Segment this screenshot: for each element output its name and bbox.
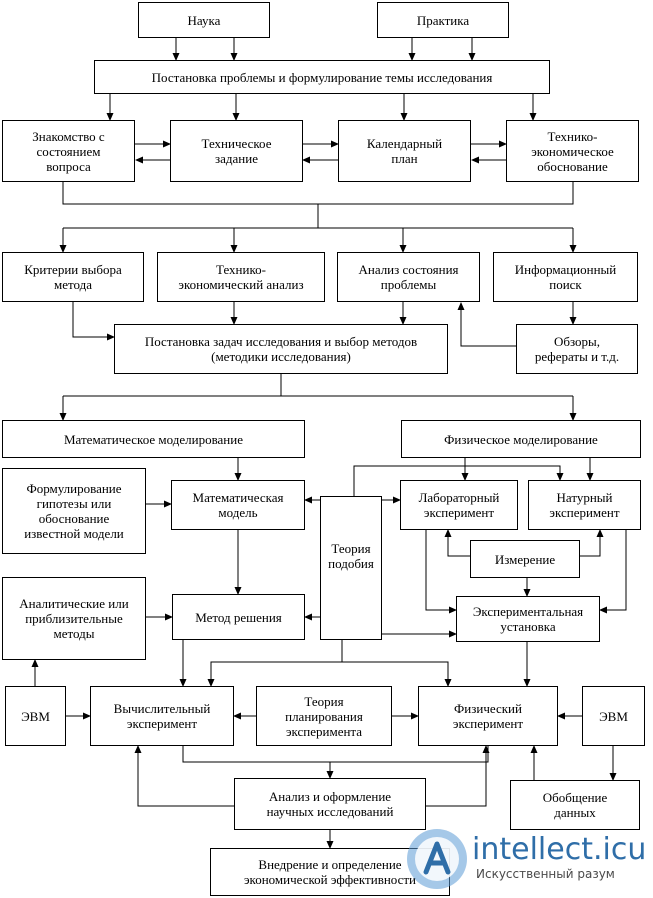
- watermark-brand: intellect.icu: [472, 832, 647, 867]
- box-math-model: Математическая модель: [171, 480, 305, 530]
- box-experiment-planning: Теория планирования эксперимента: [256, 686, 392, 746]
- box-feasibility: Технико- экономическое обоснование: [506, 120, 639, 182]
- box-computational-experiment: Вычислительный эксперимент: [90, 686, 234, 746]
- box-measurement: Измерение: [470, 540, 580, 578]
- box-physical-experiment: Физический эксперимент: [418, 686, 558, 746]
- box-analytical-methods: Аналитические или приблизительные методы: [2, 577, 146, 660]
- box-tech-econ-analysis: Технико- экономический анализ: [157, 252, 325, 302]
- box-technical-assignment: Техническое задание: [170, 120, 303, 182]
- box-lab-experiment: Лабораторный эксперимент: [400, 480, 518, 530]
- box-data-generalization: Обобщение данных: [510, 780, 640, 830]
- box-problem-statement: Постановка проблемы и формулирование тем…: [94, 60, 550, 94]
- watermark-tagline: Искусственный разум: [476, 867, 615, 881]
- box-research-tasks: Постановка задач исследования и выбор ме…: [114, 324, 448, 374]
- box-reviews: Обзоры, рефераты и т.д.: [516, 324, 638, 374]
- box-similarity-theory: Теория подобия: [320, 496, 382, 640]
- box-nauka: Наука: [138, 2, 270, 38]
- box-praktika: Практика: [377, 2, 509, 38]
- box-hypothesis: Формулирование гипотезы или обоснование …: [2, 468, 146, 554]
- box-computer-left: ЭВМ: [5, 686, 66, 746]
- box-problem-state-analysis: Анализ состояния проблемы: [337, 252, 480, 302]
- box-method-criteria: Критерии выбора метода: [2, 252, 144, 302]
- box-analysis-and-writeup: Анализ и оформление научных исследований: [234, 778, 426, 830]
- watermark: intellect.icu Искусственный разум: [404, 826, 650, 892]
- box-physical-modeling: Физическое моделирование: [401, 420, 641, 458]
- box-computer-right: ЭВМ: [582, 686, 645, 746]
- box-solution-method: Метод решения: [172, 594, 305, 640]
- box-math-modeling: Математическое моделирование: [2, 420, 305, 458]
- box-schedule: Календарный план: [338, 120, 471, 182]
- box-field-experiment: Натурный эксперимент: [528, 480, 641, 530]
- box-experimental-setup: Экспериментальная установка: [456, 596, 600, 642]
- a-letter-logo-icon: [407, 829, 467, 889]
- box-information-search: Информационный поиск: [493, 252, 638, 302]
- box-state-of-question: Знакомство с состоянием вопроса: [2, 120, 135, 182]
